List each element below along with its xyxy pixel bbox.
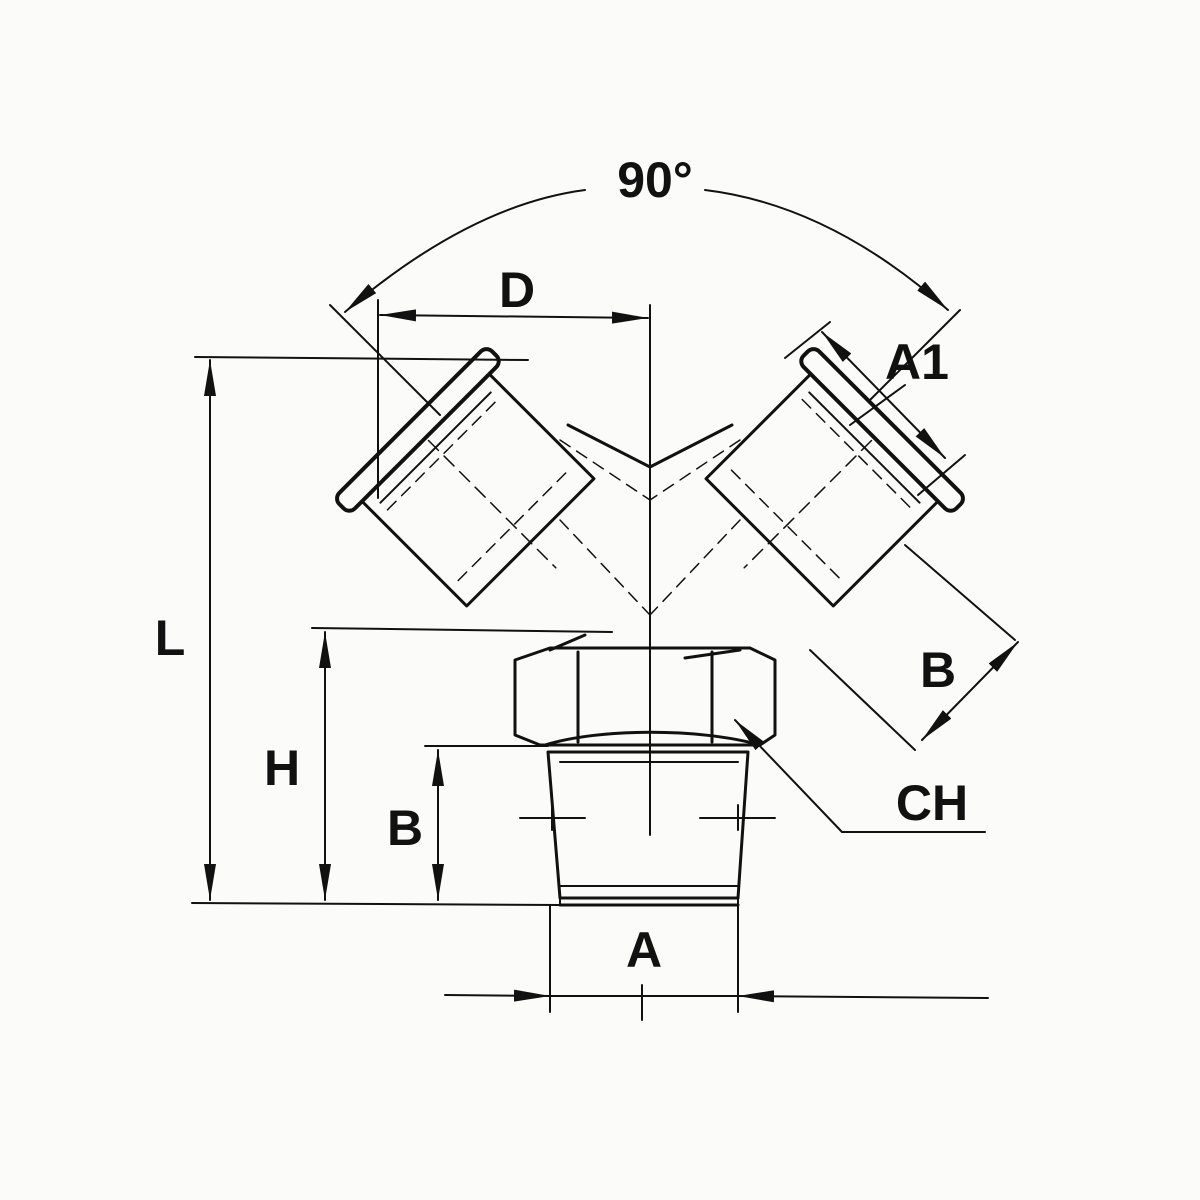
l-label: L (154, 610, 186, 666)
d-label: D (498, 262, 536, 318)
ch-leader (734, 719, 986, 833)
angle-label: 90° (617, 152, 693, 208)
b-right-label: B (919, 642, 957, 698)
a-label: A (625, 922, 663, 978)
d-dimension (377, 299, 649, 499)
a1-label: A1 (885, 334, 949, 390)
h-dimension (311, 627, 613, 901)
b-right-dimension (809, 544, 1019, 751)
a-dimension (444, 904, 989, 1021)
b-left-label: B (386, 800, 424, 856)
a1-dimension (784, 321, 966, 496)
b-left-dimension (424, 745, 549, 901)
h-label: H (263, 740, 301, 796)
l-dimension (191, 356, 561, 906)
ch-label: CH (895, 775, 969, 831)
hex-section (513, 646, 777, 747)
